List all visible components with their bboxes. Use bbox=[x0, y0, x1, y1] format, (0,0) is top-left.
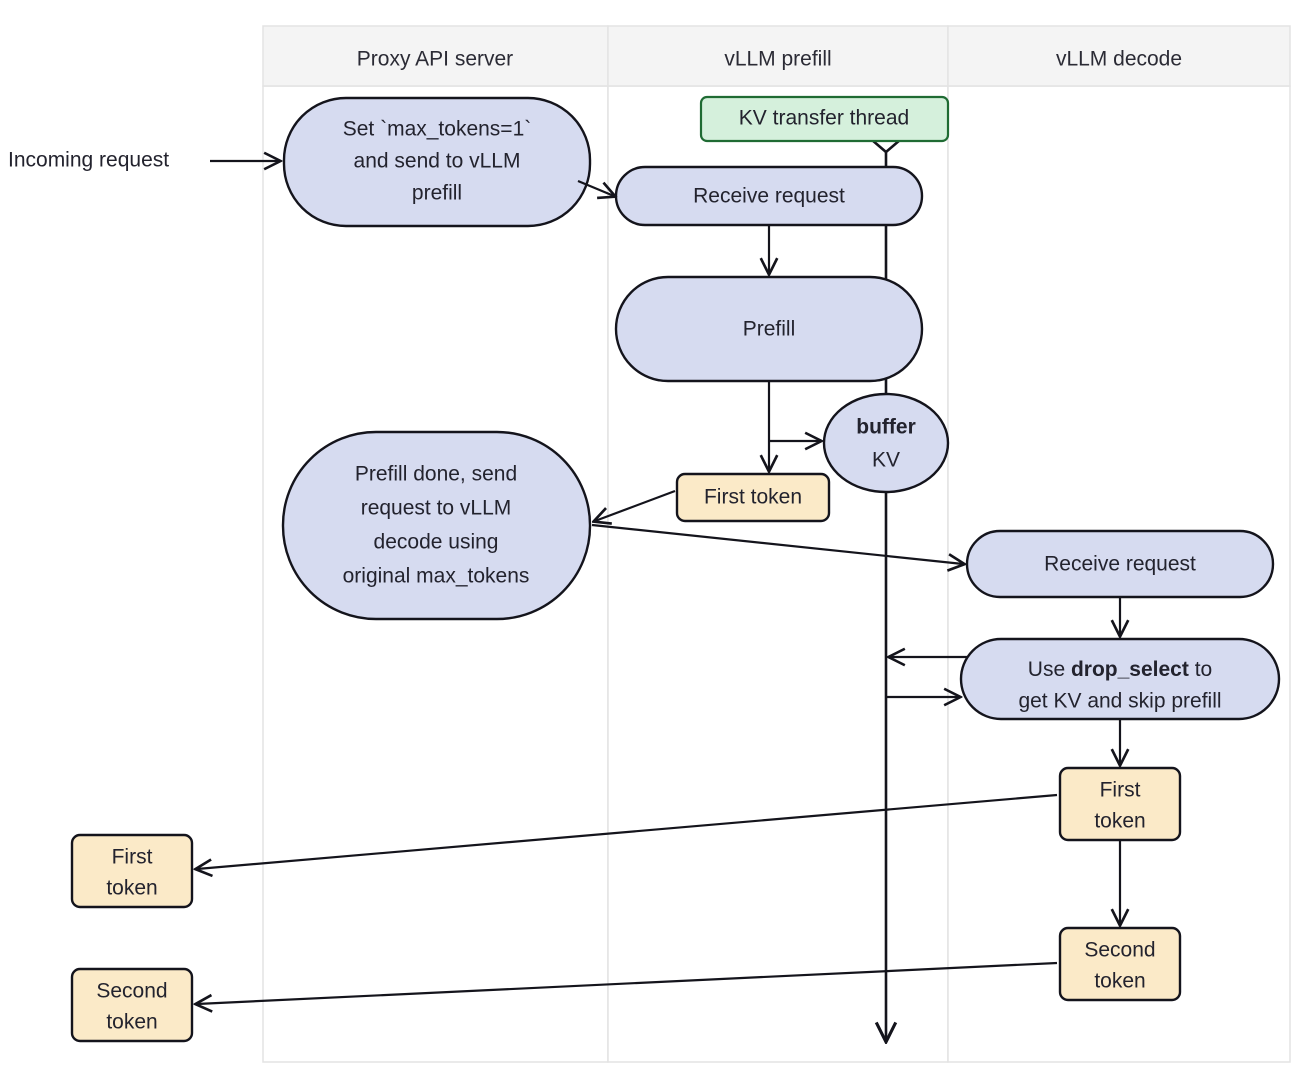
node-prefill-done-line4: original max_tokens bbox=[343, 565, 530, 588]
node-kv-transfer-thread[interactable]: KV transfer thread bbox=[699, 95, 950, 143]
node-drop-select-shape[interactable] bbox=[959, 637, 1281, 721]
node-prefill-shape[interactable] bbox=[614, 275, 924, 383]
node-set-max-tokens-shape[interactable] bbox=[282, 96, 592, 228]
node-proxy-first-token-line1: First bbox=[112, 846, 153, 869]
node-buffer-kv[interactable]: buffer KV bbox=[822, 392, 950, 494]
node-set-max-tokens-line3: prefill bbox=[412, 182, 462, 205]
node-decode-receive-request[interactable]: Receive request bbox=[965, 529, 1275, 599]
node-drop-select-line2: get KV and skip prefill bbox=[1018, 690, 1221, 713]
node-prefill-first-token-shape[interactable] bbox=[675, 472, 831, 523]
lane-title-prefill: vLLM prefill bbox=[724, 48, 831, 71]
lane-body-prefill bbox=[607, 85, 949, 1063]
node-set-max-tokens-line2: and send to vLLM bbox=[354, 150, 521, 173]
node-set-max-tokens-line1: Set `max_tokens=1` bbox=[343, 118, 532, 141]
edge-proxy-to-decode-receive bbox=[591, 523, 963, 564]
edge-layer-front bbox=[197, 161, 1120, 1004]
node-decode-receive-request-label: Receive request bbox=[1044, 553, 1196, 576]
node-drop-select-line1: Use drop_select to bbox=[1028, 658, 1212, 681]
node-proxy-second-token-line2: token bbox=[106, 1011, 157, 1034]
node-proxy-first-token-shape[interactable] bbox=[70, 833, 194, 909]
lane-header-proxy bbox=[262, 25, 609, 87]
node-prefill-done-shape[interactable] bbox=[281, 430, 592, 621]
node-prefill-done[interactable]: Prefill done, send request to vLLM decod… bbox=[281, 430, 592, 621]
drop-select-keyword: drop_select bbox=[1071, 658, 1189, 681]
edge-note-tail bbox=[871, 139, 901, 154]
lane-title-decode: vLLM decode bbox=[1056, 48, 1182, 71]
node-decode-second-token-shape[interactable] bbox=[1058, 926, 1182, 1002]
node-set-max-tokens[interactable]: Set `max_tokens=1` and send to vLLM pref… bbox=[282, 96, 592, 228]
drop-select-prefix: Use bbox=[1028, 658, 1071, 681]
edge-first-token-to-proxy bbox=[595, 489, 676, 521]
node-decode-first-token-line1: First bbox=[1100, 779, 1141, 802]
node-buffer-kv-line1: buffer bbox=[856, 416, 916, 439]
lane-header-decode bbox=[947, 25, 1291, 87]
node-proxy-second-token-line1: Second bbox=[96, 980, 167, 1003]
edge-set-to-prefill-receive bbox=[577, 179, 614, 196]
node-prefill-done-line1: Prefill done, send bbox=[355, 463, 517, 486]
node-decode-second-token[interactable]: Second token bbox=[1058, 926, 1182, 1002]
node-prefill-done-line2: request to vLLM bbox=[361, 497, 512, 520]
node-prefill[interactable]: Prefill bbox=[614, 275, 924, 383]
node-buffer-kv-line2: KV bbox=[872, 449, 900, 472]
node-prefill-done-line3: decode using bbox=[374, 531, 499, 554]
node-proxy-first-token-line2: token bbox=[106, 877, 157, 900]
node-decode-second-token-line2: token bbox=[1094, 970, 1145, 993]
node-kv-transfer-thread-label: KV transfer thread bbox=[739, 107, 909, 130]
drop-select-suffix: to bbox=[1189, 658, 1212, 681]
node-proxy-first-token[interactable]: First token bbox=[70, 833, 194, 909]
node-proxy-second-token[interactable]: Second token bbox=[70, 967, 194, 1043]
node-decode-first-token-shape[interactable] bbox=[1058, 766, 1182, 842]
node-proxy-second-token-shape[interactable] bbox=[70, 967, 194, 1043]
node-prefill-receive-request[interactable]: Receive request bbox=[614, 165, 924, 227]
node-prefill-first-token[interactable]: First token bbox=[675, 472, 831, 523]
lane-header-prefill bbox=[607, 25, 949, 87]
edge-decode-first-to-proxy-first bbox=[197, 793, 1058, 869]
node-decode-first-token[interactable]: First token bbox=[1058, 766, 1182, 842]
node-decode-second-token-line1: Second bbox=[1084, 939, 1155, 962]
edge-decode-second-to-proxy-second bbox=[197, 961, 1058, 1004]
node-prefill-label: Prefill bbox=[743, 318, 796, 341]
node-buffer-kv-shape[interactable] bbox=[822, 392, 950, 494]
node-drop-select[interactable]: Use drop_select to get KV and skip prefi… bbox=[959, 637, 1281, 721]
node-prefill-receive-request-label: Receive request bbox=[693, 185, 845, 208]
node-prefill-first-token-label: First token bbox=[704, 486, 802, 509]
lane-title-proxy: Proxy API server bbox=[357, 48, 513, 71]
label-incoming-request: Incoming request bbox=[8, 149, 169, 172]
node-decode-first-token-line2: token bbox=[1094, 810, 1145, 833]
node-kv-transfer-thread-shape[interactable] bbox=[699, 95, 950, 143]
